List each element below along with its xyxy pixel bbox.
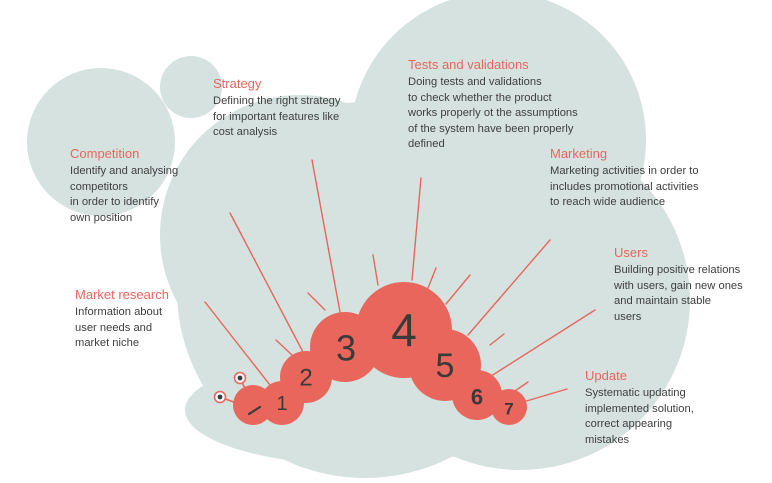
ray-line xyxy=(487,309,596,379)
antenna-tip-dot xyxy=(217,394,223,400)
ray-line xyxy=(445,274,471,305)
market-research-text: Information about user needs and market … xyxy=(75,306,163,349)
ray-line xyxy=(307,292,326,311)
head-mouth xyxy=(247,405,262,416)
ray-line xyxy=(522,388,568,403)
ray-line xyxy=(467,239,551,336)
marketing-title: Marketing xyxy=(550,146,608,161)
cloud-bubble-left xyxy=(27,68,175,216)
label-tests-validations: Tests and validations Doing tests and va… xyxy=(408,57,578,153)
antenna-tip-dot xyxy=(237,375,243,381)
label-competition: Competition Identify and analysing compe… xyxy=(70,146,178,226)
stage-number-3: 3 xyxy=(336,328,356,369)
ray-line xyxy=(427,267,437,289)
caterpillar-body xyxy=(233,282,527,425)
ray-line xyxy=(372,254,379,286)
ray-line xyxy=(275,339,293,356)
label-strategy: Strategy Defining the right strategy for… xyxy=(213,76,340,141)
ray-line xyxy=(204,301,271,386)
marketing-text: Marketing activities in order to include… xyxy=(550,165,699,208)
strategy-title: Strategy xyxy=(213,76,262,91)
strategy-text: Defining the right strategy for importan… xyxy=(213,95,341,138)
tests-text: Doing tests and validations to check whe… xyxy=(408,76,578,150)
update-title: Update xyxy=(585,368,627,383)
ray-line xyxy=(411,177,422,281)
stage-number-1: 1 xyxy=(276,393,287,415)
cloud-bubble-small xyxy=(160,56,222,118)
stage-number-7: 7 xyxy=(504,400,513,419)
ray-line xyxy=(311,159,341,313)
stage-number-5: 5 xyxy=(436,347,455,385)
label-users: Users Building positive relations with u… xyxy=(614,245,743,325)
stage-number-4: 4 xyxy=(391,304,417,356)
update-text: Systematic updating implemented solution… xyxy=(585,387,694,446)
label-market-research: Market research Information about user n… xyxy=(75,287,169,352)
label-marketing: Marketing Marketing activities in order … xyxy=(550,146,699,211)
stage-number-2: 2 xyxy=(299,365,312,392)
stage-numbers: 1 2 3 4 5 6 7 xyxy=(276,304,513,419)
competition-text: Identify and analysing competitors in or… xyxy=(70,165,179,224)
tests-title: Tests and validations xyxy=(408,57,529,72)
label-update: Update Systematic updating implemented s… xyxy=(585,368,694,448)
segment-6 xyxy=(452,370,502,420)
segment-7 xyxy=(491,389,527,425)
radiating-lines xyxy=(204,159,596,403)
antennae xyxy=(213,371,247,405)
ray-line xyxy=(489,333,505,346)
users-text: Building positive relations with users, … xyxy=(614,264,743,323)
market-research-title: Market research xyxy=(75,287,169,302)
ray-line xyxy=(229,212,304,353)
stage-number-6: 6 xyxy=(471,385,483,410)
users-title: Users xyxy=(614,245,648,260)
competition-title: Competition xyxy=(70,146,140,161)
